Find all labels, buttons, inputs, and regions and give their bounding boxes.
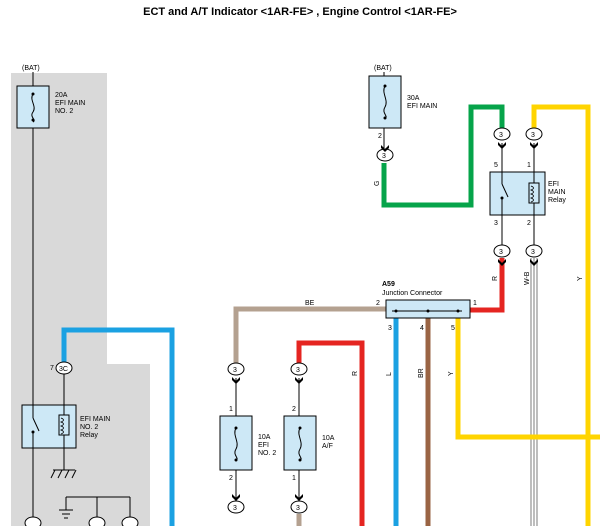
inline-connector-icons xyxy=(24,127,543,526)
conn-3-f: 3 xyxy=(233,367,237,374)
pin-jc-1: 1 xyxy=(473,300,477,307)
wire-label-y-upper: Y xyxy=(577,276,584,281)
wire-label-be: BE xyxy=(305,300,315,307)
fuse-efi-main-no2 xyxy=(16,85,50,129)
fuse-efi2-line1: 10A xyxy=(258,434,271,441)
wire-label-br: BR xyxy=(418,368,425,378)
fuse-efi-main-30a xyxy=(368,75,402,129)
pin-relay-2: 2 xyxy=(527,220,531,227)
fuse-efi2-line2: EFI xyxy=(258,442,269,449)
pin-jc-2: 2 xyxy=(376,300,380,307)
wire-yellow-lower xyxy=(455,318,600,440)
relay-left-label2: NO. 2 xyxy=(80,424,98,431)
relay-efi-main xyxy=(489,171,546,216)
relay-efi-main-no2 xyxy=(21,404,77,449)
ground-icon xyxy=(50,469,77,479)
wire-yellow-upper xyxy=(531,104,591,526)
fuse-af-line1: 10A xyxy=(322,435,335,442)
wire-be xyxy=(233,306,386,365)
fuse-af-line2: A/F xyxy=(322,443,333,450)
junction-name: Junction Connector xyxy=(382,290,443,297)
bat-left-label: (BAT) xyxy=(22,65,40,72)
conn-3-g: 3 xyxy=(296,367,300,374)
bat-right-label: (BAT) xyxy=(374,65,392,72)
wire-red-lower xyxy=(296,340,365,526)
wire-blue-left xyxy=(61,327,175,526)
relay-top-label1: EFI xyxy=(548,181,559,188)
fuse-20a-line2: EFI MAIN xyxy=(55,100,85,107)
conn-3-a: 3 xyxy=(382,153,386,160)
pin-jc-4: 4 xyxy=(420,325,424,332)
relay-left-label3: Relay xyxy=(80,432,98,439)
page-title: ECT and A/T Indicator <1AR-FE> , Engine … xyxy=(143,6,457,18)
connector-arrow-icons xyxy=(232,142,538,501)
pin-fuse30-bottom: 2 xyxy=(378,133,382,140)
pin-af-bottom: 1 xyxy=(292,475,296,482)
pin-left-7: 7 xyxy=(50,365,54,372)
junction-connector-a59 xyxy=(385,299,471,319)
wire-green xyxy=(381,104,505,208)
fuse-20a-line3: NO. 2 xyxy=(55,108,73,115)
fuse-efi2-line3: NO. 2 xyxy=(258,450,276,457)
relay-top-label3: Relay xyxy=(548,197,566,204)
wire-wb xyxy=(530,258,538,526)
pin-jc-5: 5 xyxy=(451,325,455,332)
pin-jc-3: 3 xyxy=(388,325,392,332)
wire-label-wb: W-B xyxy=(524,271,531,285)
conn-3-e: 3 xyxy=(531,249,535,256)
pin-efi2-bottom: 2 xyxy=(229,475,233,482)
relay-left-label1: EFI MAIN xyxy=(80,416,110,423)
junction-id: A59 xyxy=(382,281,395,288)
conn-3c: 3C xyxy=(59,366,68,373)
wire-label-r-upper: R xyxy=(492,276,499,281)
pin-relay-3: 3 xyxy=(494,220,498,227)
conn-3-i: 3 xyxy=(296,505,300,512)
fuse-30a-line2: EFI MAIN xyxy=(407,103,437,110)
conn-3-h: 3 xyxy=(233,505,237,512)
pin-relay-1: 1 xyxy=(527,162,531,169)
wire-label-g: G xyxy=(374,181,381,186)
wire-label-r-lower: R xyxy=(352,371,359,376)
wire-label-y-lower: Y xyxy=(448,371,455,376)
relay-top-label2: MAIN xyxy=(548,189,566,196)
fuse-efi-no2-10a xyxy=(219,415,253,471)
pin-relay-5: 5 xyxy=(494,162,498,169)
wire-red-upper xyxy=(470,258,505,313)
fuse-30a-line1: 30A xyxy=(407,95,420,102)
fuse-af-10a xyxy=(283,415,317,471)
conn-3-b: 3 xyxy=(499,132,503,139)
conn-3-c: 3 xyxy=(531,132,535,139)
pin-af-top: 2 xyxy=(292,406,296,413)
wire-label-l: L xyxy=(386,372,393,376)
conn-3-d: 3 xyxy=(499,249,503,256)
ground-icon-lower xyxy=(59,509,73,519)
fuse-20a-line1: 20A xyxy=(55,92,68,99)
pin-efi2-top: 1 xyxy=(229,406,233,413)
